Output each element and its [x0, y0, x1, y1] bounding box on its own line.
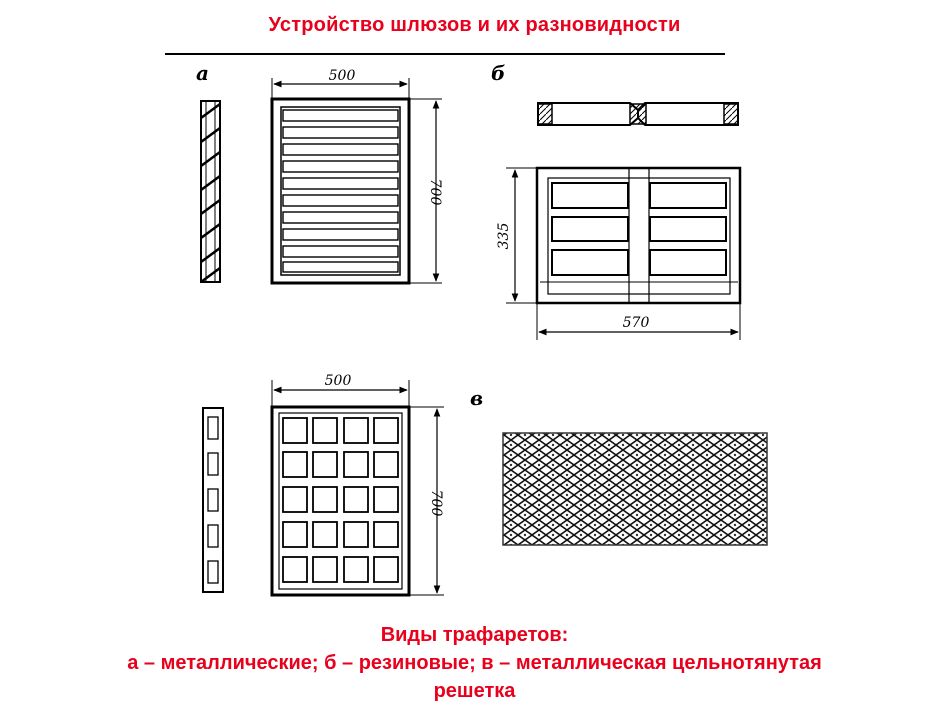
figure-a: а — [196, 61, 443, 285]
figure-a-label: а — [196, 61, 209, 85]
figure-b-top-profile — [537, 102, 739, 126]
grid-stencil-front-view — [270, 405, 411, 597]
figure-a-width-dimension — [271, 78, 410, 99]
grid-stencil-height-dimension — [409, 406, 444, 596]
figure-b-label: б — [491, 61, 505, 85]
title-underline — [165, 53, 725, 55]
figure-a-height-dimension — [409, 98, 442, 284]
grid-stencil-width-dimension — [271, 380, 410, 407]
figure-a-front-view — [270, 97, 411, 285]
caption-heading: Виды трафаретов: — [380, 624, 569, 646]
grid-stencil-height-label: 700 — [428, 490, 444, 517]
slide-title: Устройство шлюзов и их разновидности — [268, 14, 681, 36]
grid-stencil-width-label: 500 — [325, 373, 352, 389]
caption-line-2: а – металлические; б – резиновые; в – ме… — [127, 652, 822, 674]
figure-a-width-label: 500 — [329, 68, 356, 84]
figure-a-side-view — [200, 100, 221, 284]
figure-a-height-label: 700 — [427, 179, 443, 206]
figure-b-width-dimension — [536, 303, 741, 340]
figure-b-height-dimension — [506, 167, 537, 304]
figure-b-width-label: 570 — [623, 315, 650, 331]
figure-grid-stencil: 500 700 — [202, 373, 444, 597]
figure-v: в — [470, 386, 768, 546]
grid-stencil-side-view — [202, 407, 224, 593]
figure-v-label: в — [470, 386, 483, 410]
figure-v-expanded-mesh — [502, 432, 768, 546]
figure-b-front-view — [535, 166, 742, 305]
figure-b: б — [491, 61, 742, 340]
figure-b-height-label: 335 — [496, 223, 512, 250]
caption-line-3: решетка — [433, 680, 516, 702]
